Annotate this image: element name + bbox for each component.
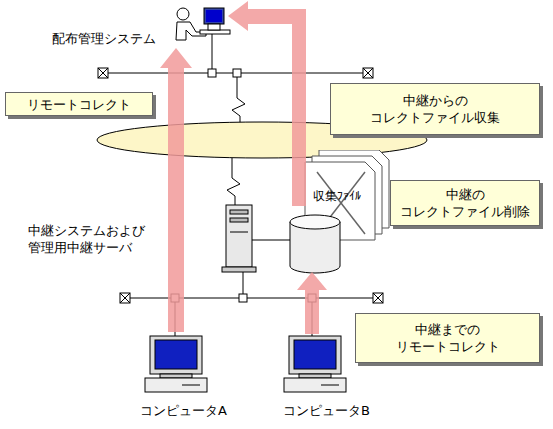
lan-line xyxy=(130,298,373,299)
computer-label: コンピュータA xyxy=(140,402,227,420)
connector-point xyxy=(208,69,216,77)
flow-arrow xyxy=(297,272,327,334)
callout-box: 中継の コレクトファイル削除 xyxy=(390,180,540,226)
computer-icon xyxy=(145,336,207,392)
terminator xyxy=(98,68,373,78)
wan-line xyxy=(227,158,240,205)
system-label: 中継システムおよび 管理用中継サーバ xyxy=(28,222,158,256)
callout-text: 中継までの リモートコレクト xyxy=(388,321,508,355)
flow-arrow xyxy=(160,1,327,334)
file-label: 収集ﾌｧｲﾙ xyxy=(313,188,361,205)
callout-text: 中継からの コレクトファイル収集 xyxy=(360,92,510,126)
disk-cylinder xyxy=(290,215,340,273)
operator-icon xyxy=(176,8,230,40)
flow-arrow xyxy=(228,1,306,206)
relay-server xyxy=(222,205,256,272)
computer-label: コンピュータB xyxy=(283,402,370,420)
disk-link xyxy=(252,240,290,241)
callout-box: 中継までの リモートコレクト xyxy=(355,313,540,363)
callout-box: リモートコレクト xyxy=(5,92,153,116)
wan-line xyxy=(232,77,245,123)
callout-box: 中継からの コレクトファイル収集 xyxy=(330,83,540,135)
callout-text: リモートコレクト xyxy=(27,96,131,113)
drop-line xyxy=(212,40,213,69)
terminator xyxy=(120,293,383,303)
connector-point xyxy=(239,294,247,302)
system-label: 配布管理システム xyxy=(52,30,156,48)
callout-text: 中継の コレクトファイル削除 xyxy=(397,186,533,220)
drop-line xyxy=(243,272,244,294)
connector-point xyxy=(233,69,241,77)
flow-arrow xyxy=(160,48,192,332)
computer-icon xyxy=(284,336,346,392)
